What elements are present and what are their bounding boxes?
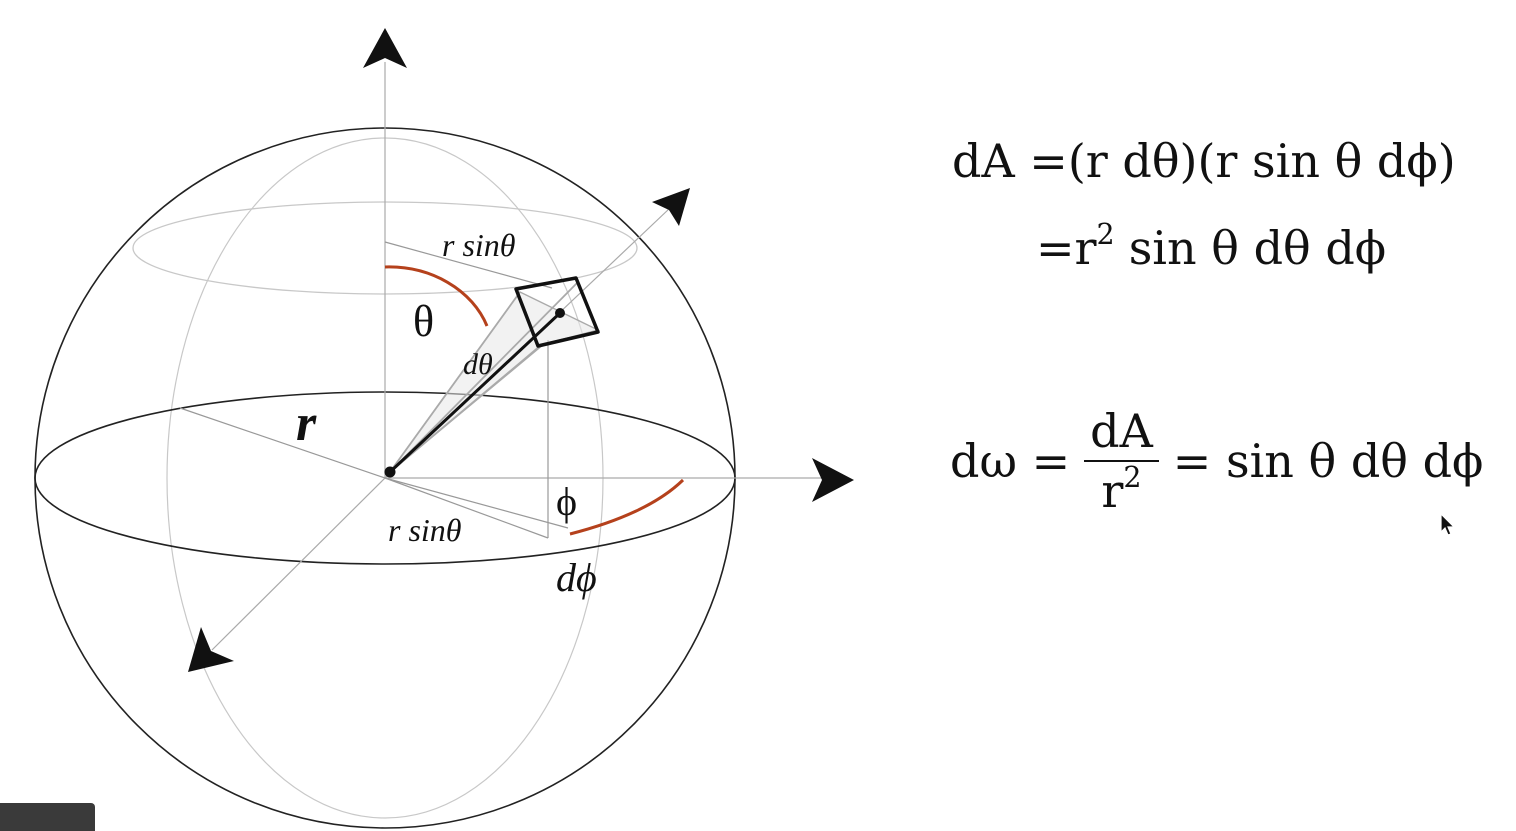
cone-edge-a xyxy=(389,291,521,473)
equation-domega-den-exp: 2 xyxy=(1123,461,1142,495)
label-r-sin-theta-bottom: r sinθ xyxy=(388,512,462,548)
equation-domega-denominator: r2 xyxy=(1084,462,1159,514)
center-ray xyxy=(388,311,562,474)
equation-domega-rhs: = sin θ dθ dϕ xyxy=(1172,434,1484,488)
equation-dA-rhs-2-suffix: sin θ dθ dϕ xyxy=(1128,221,1387,275)
x-axis-arrowhead xyxy=(188,627,234,672)
patch-center-point xyxy=(555,308,565,318)
equation-dA-rhs-2-exp: 2 xyxy=(1096,218,1115,252)
projection-line-1 xyxy=(384,477,549,539)
radial-arrowhead xyxy=(652,188,690,226)
y-axis-arrowhead xyxy=(812,458,854,502)
equation-domega-den-base: r xyxy=(1101,464,1124,518)
label-d-phi: dϕ xyxy=(556,555,597,600)
phi-arc xyxy=(569,478,685,536)
mouse-cursor-icon xyxy=(1440,513,1456,536)
theta-arc xyxy=(384,265,489,327)
video-overlay-thumbnail[interactable] xyxy=(0,803,95,831)
equation-dA-line1: dA =(r dθ)(r sin θ dϕ) xyxy=(952,138,1456,184)
equation-domega-numerator: dA xyxy=(1084,408,1159,462)
radius-line xyxy=(179,407,386,479)
cone-edge-b xyxy=(389,281,579,473)
label-phi: ϕ xyxy=(556,479,577,524)
label-d-theta: dθ xyxy=(463,348,493,381)
area-patch-dA xyxy=(514,276,600,348)
equation-dA-lhs: dA = xyxy=(952,134,1068,188)
label-theta: θ xyxy=(413,297,434,346)
r-sin-theta-top-line xyxy=(384,241,553,289)
equation-dA-rhs-2-prefix: =r xyxy=(1036,221,1097,275)
label-r: r xyxy=(296,395,317,452)
equation-domega-lhs: dω = xyxy=(950,434,1071,488)
projection-line-2 xyxy=(384,477,569,529)
x-axis xyxy=(211,477,386,651)
equation-dA-rhs-1: (r dθ)(r sin θ dϕ) xyxy=(1067,134,1456,188)
origin-point xyxy=(384,466,396,478)
label-r-sin-theta-top: r sinθ xyxy=(442,227,516,263)
cone-edge-c xyxy=(389,345,541,473)
z-axis-arrowhead xyxy=(363,28,407,68)
